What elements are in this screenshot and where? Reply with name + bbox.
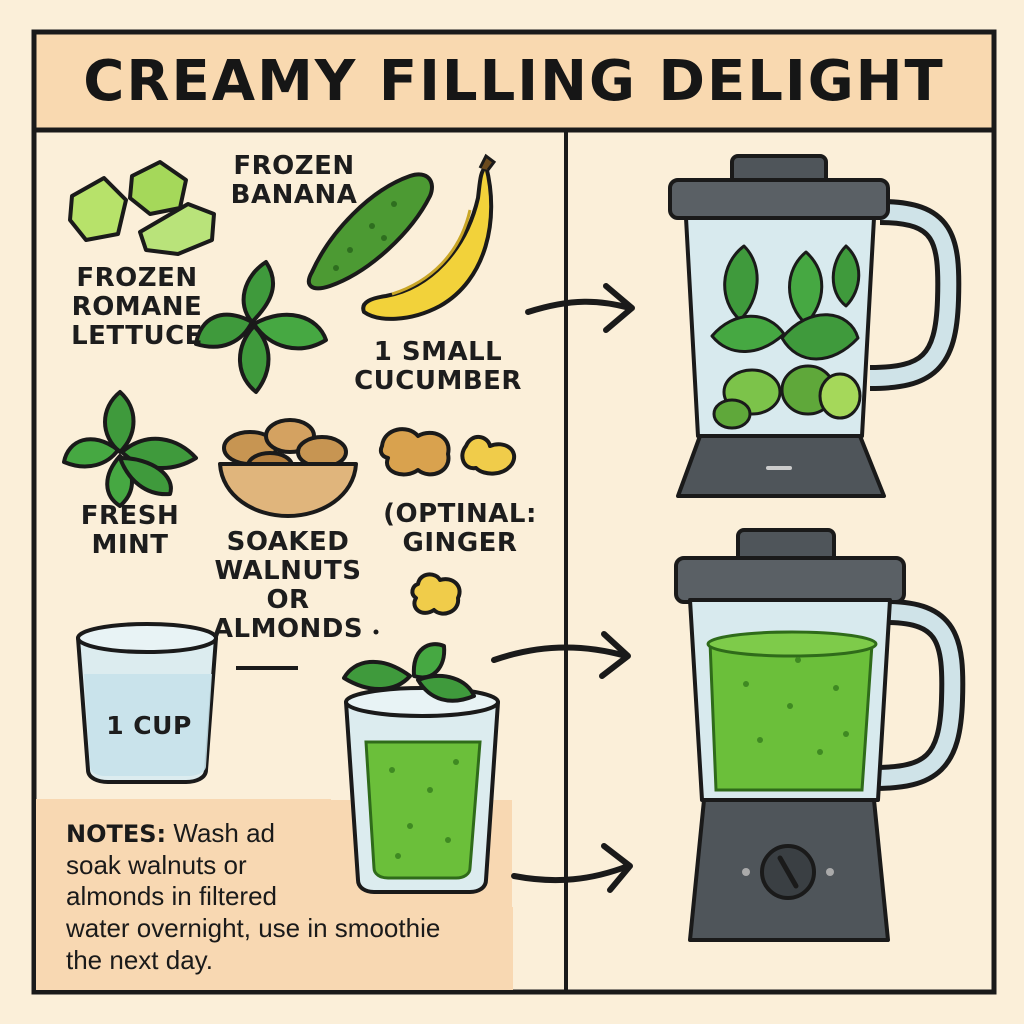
- romaine-leaves-icon: [194, 260, 328, 394]
- notes-line-1: NOTES: Wash ad: [66, 818, 276, 848]
- label-frozen-banana: FROZEN BANANA: [230, 151, 358, 211]
- label-frozen-romaine: FROZEN ROMANE LETTUCE: [71, 263, 203, 352]
- notes-line-3: almonds in filtered: [66, 881, 277, 912]
- notes-text: NOTES: Wash ad soak walnuts or almonds i…: [66, 818, 516, 977]
- mint-leaves-icon: [62, 390, 198, 508]
- blender-bottom-icon: [674, 528, 966, 942]
- mint-garnish-icon: [342, 642, 476, 703]
- ginger-icon: [378, 427, 516, 477]
- label-small-cucumber: 1 SMALL CUCUMBER: [354, 337, 522, 397]
- blender-top-icon: [668, 154, 962, 498]
- notes-box-edge: [36, 799, 513, 990]
- page-title: CREAMY FILLING DELIGHT: [83, 48, 945, 114]
- outer-frame: [31, 29, 997, 995]
- cup-label: 1 CUP: [106, 711, 192, 740]
- label-fresh-mint: FRESH MINT: [80, 501, 180, 561]
- nut-bowl-icon: [218, 418, 358, 518]
- label-soaked-nuts: SOAKED WALNUTS OR ALMONDS: [212, 527, 364, 645]
- water-cup-icon: [76, 622, 218, 784]
- lettuce-cubes-icon: [68, 160, 216, 256]
- arrow-to-blender-top: [525, 283, 635, 333]
- smoothie-glass-icon: [344, 686, 500, 894]
- label-ginger: (OPTINAL: GINGER: [383, 499, 537, 559]
- notes-heading: NOTES:: [66, 820, 167, 848]
- ginger-piece-icon: [410, 572, 462, 616]
- notes-line-4: water overnight, use in smoothie: [66, 913, 441, 944]
- notes-line-5: the next day.: [66, 944, 213, 975]
- arrow-to-notes: [511, 843, 633, 893]
- arrow-to-blender-bottom: [491, 631, 631, 679]
- decorative-dot: [373, 629, 379, 635]
- notes-line-2: soak walnuts or: [66, 849, 247, 880]
- cucumber-icon: [306, 172, 434, 291]
- banana-icon: [361, 153, 497, 321]
